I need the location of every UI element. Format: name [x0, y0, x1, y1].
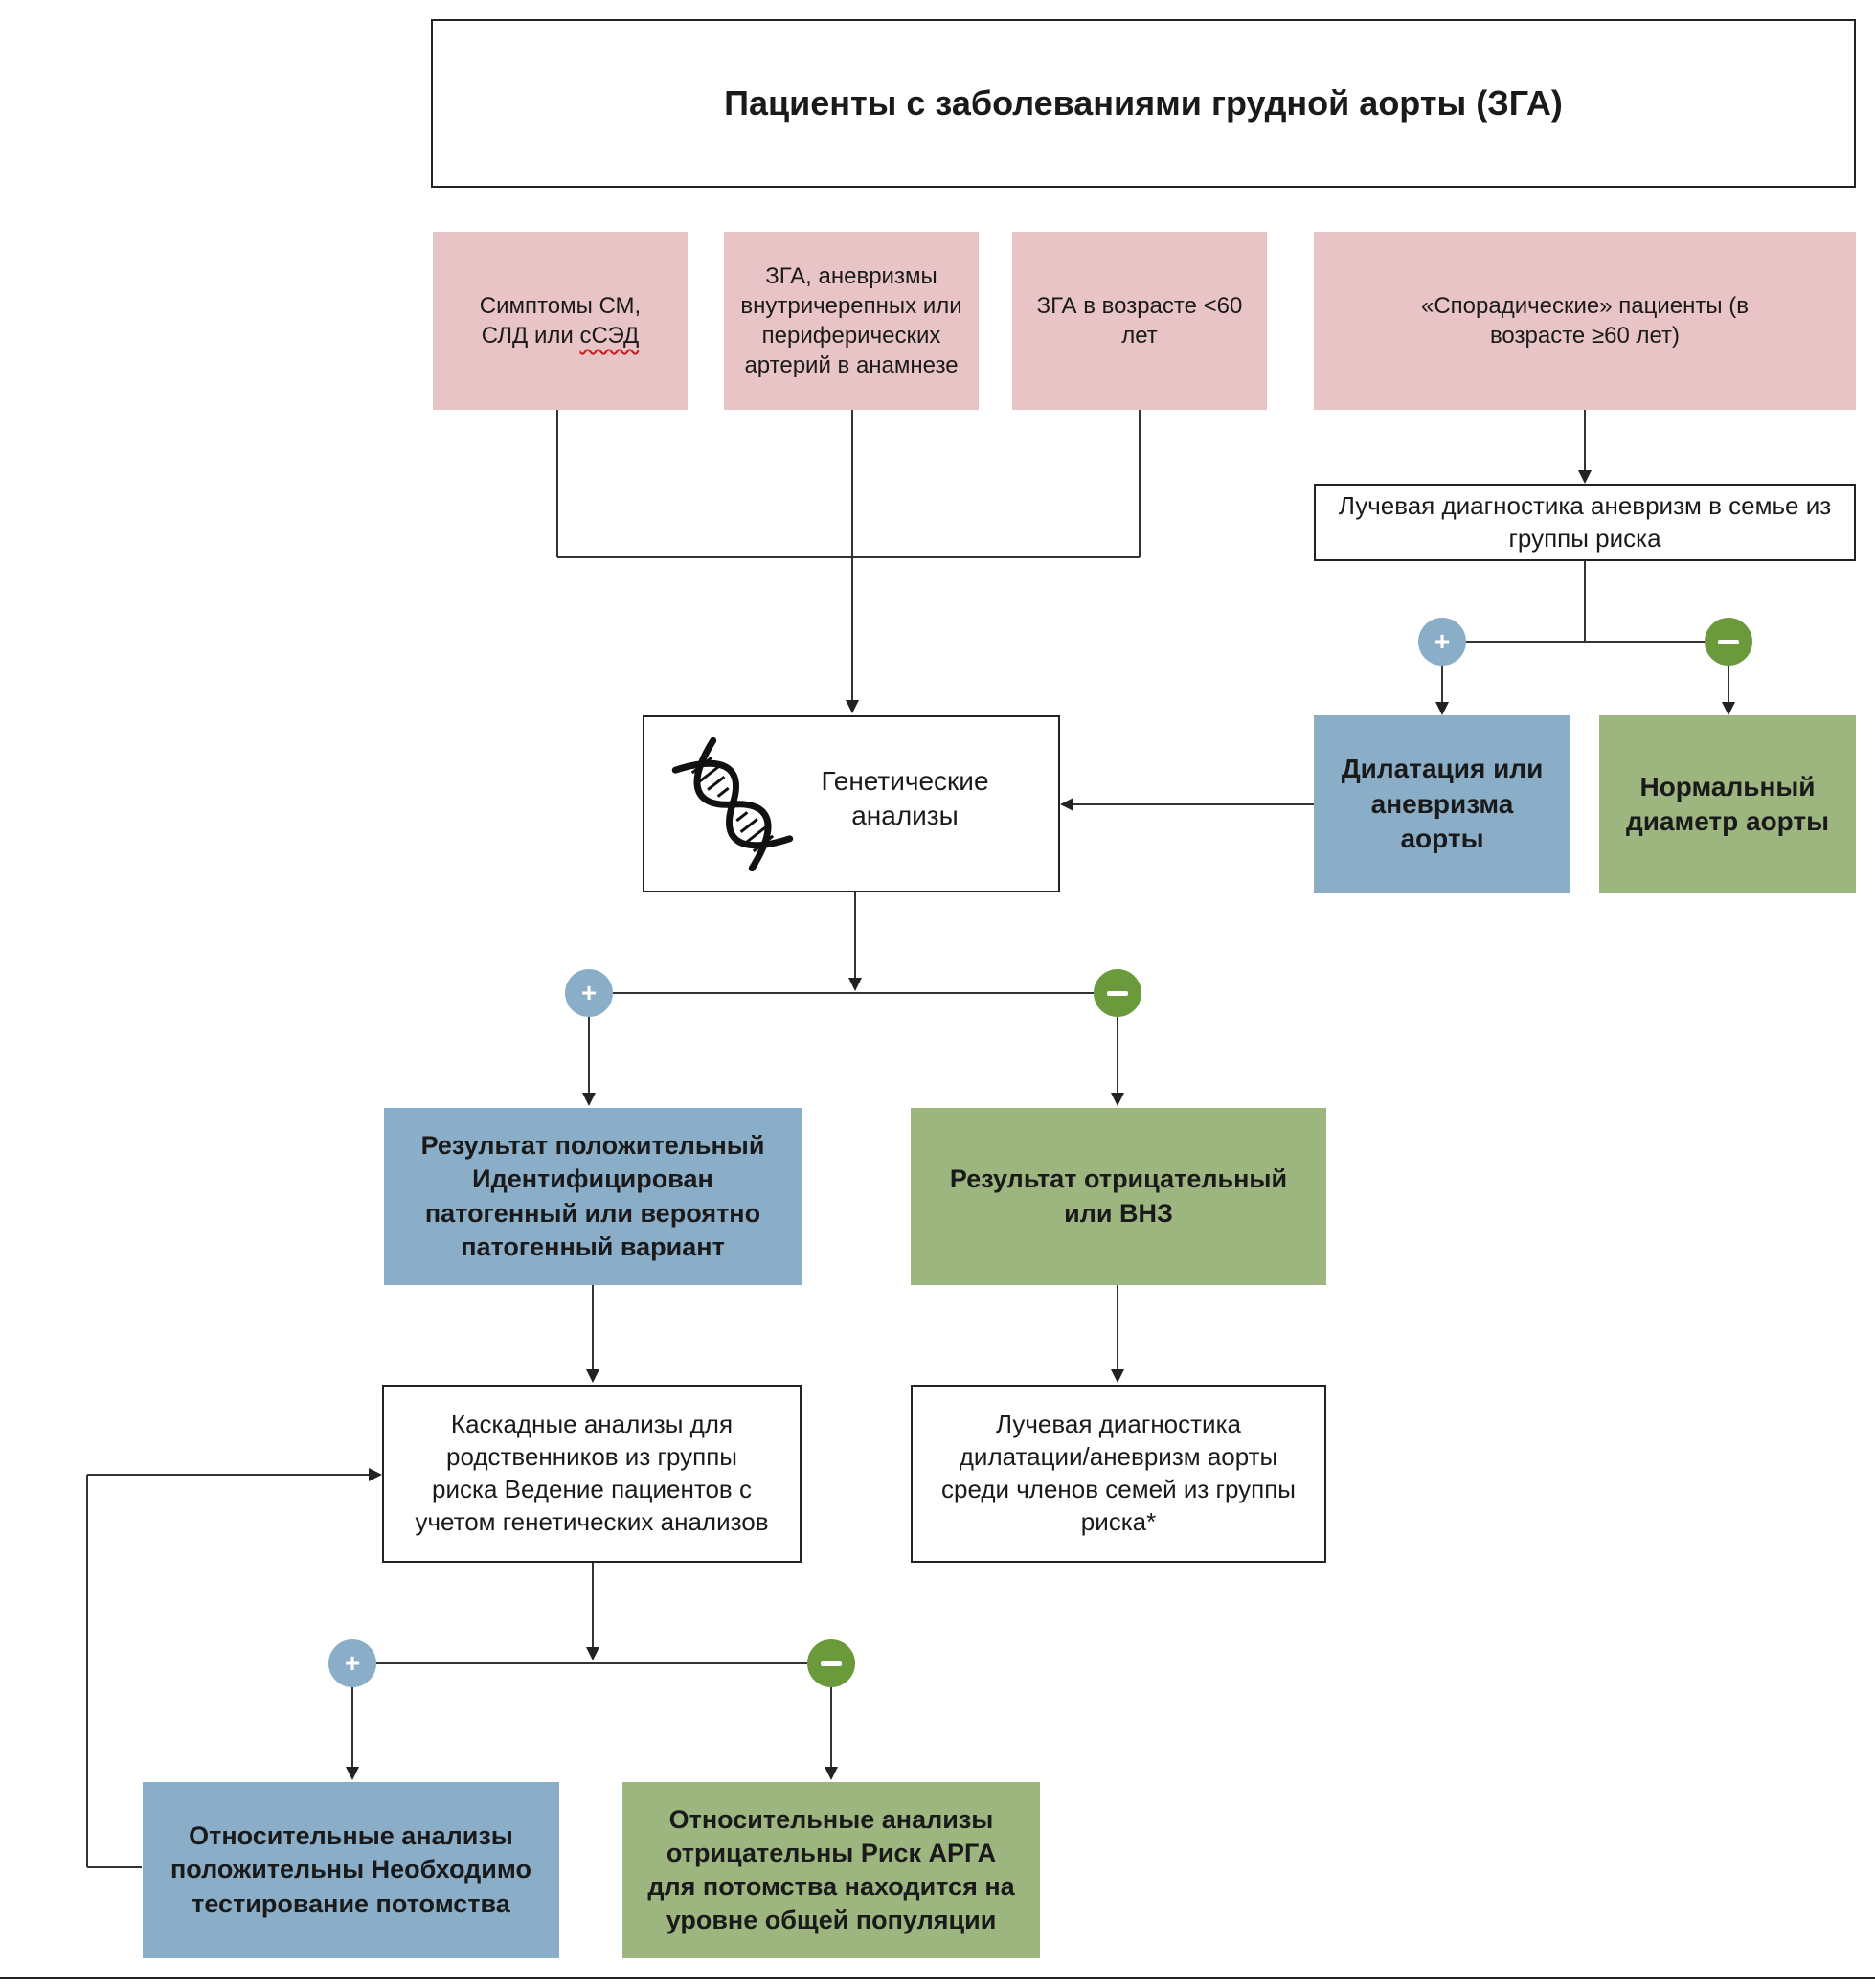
relatives-negative-box: Относительные анализы отрицательны Риск …: [622, 1782, 1040, 1958]
symptoms-line-2: СЛД или сСЭД: [482, 321, 639, 350]
plus-badge-icon: +: [565, 969, 613, 1017]
sced-term: сСЭД: [579, 323, 640, 349]
result-negative-box: Результат отрицательный или ВНЗ: [911, 1108, 1326, 1285]
minus-badge-icon: [1094, 969, 1141, 1017]
sporadic-patients-box: «Спорадические» пациенты (в возрасте ≥60…: [1314, 232, 1856, 410]
symptoms-line-2-text: СЛД или: [481, 323, 580, 349]
genetic-tests-label: Генетические анализы: [821, 766, 989, 831]
symptoms-box: Симптомы СМ, СЛД или сСЭД: [433, 232, 688, 410]
result-positive-box: Результат положительный Идентифицирован …: [384, 1108, 802, 1285]
normal-diameter-box: Нормальный диаметр аорты: [1599, 715, 1856, 893]
dna-helix-icon: [671, 737, 794, 871]
bottom-rule: [0, 1977, 1875, 1979]
dilatation-box: Дилатация или аневризма аорты: [1314, 715, 1570, 893]
family-aorta-imaging-box: Лучевая диагностика дилатации/аневризм а…: [911, 1385, 1326, 1563]
history-box: ЗГА, аневризмы внутричерепных или перифе…: [724, 232, 979, 410]
age-under-60-box: ЗГА в возрасте <60 лет: [1012, 232, 1267, 410]
cascade-testing-box: Каскадные анализы для родственников из г…: [382, 1385, 802, 1563]
minus-badge-icon: [807, 1639, 855, 1687]
minus-badge-icon: [1705, 618, 1752, 666]
symptoms-line-1: Симптомы СМ,: [479, 292, 642, 319]
diagram-title: Пациенты с заболеваниями грудной аорты (…: [431, 19, 1856, 188]
plus-badge-icon: +: [328, 1639, 376, 1687]
relatives-positive-box: Относительные анализы положительны Необх…: [143, 1782, 559, 1958]
plus-badge-icon: +: [1418, 618, 1466, 666]
family-imaging-box: Лучевая диагностика аневризм в семье из …: [1314, 484, 1856, 561]
